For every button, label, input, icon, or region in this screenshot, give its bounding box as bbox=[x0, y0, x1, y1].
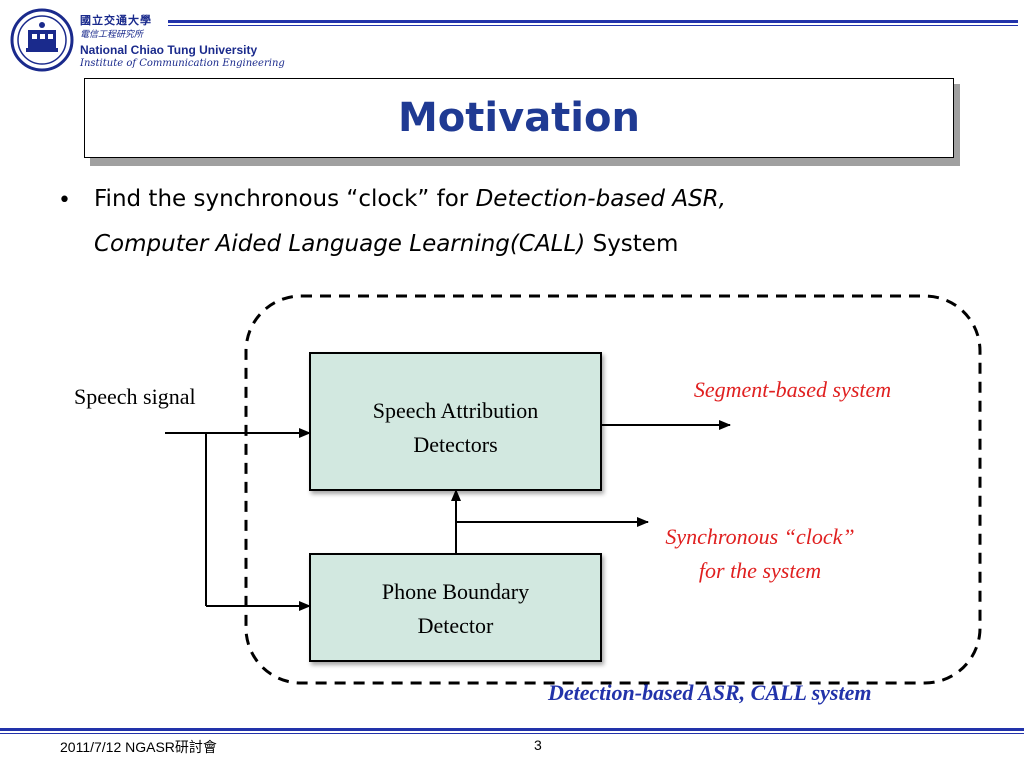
title-box: Motivation bbox=[84, 78, 954, 158]
footer-date-event: 2011/7/12 NGASR研討會 bbox=[60, 739, 217, 755]
system-diagram: Speech signal Speech Attribution Detecto… bbox=[0, 280, 1024, 720]
footer-rule bbox=[0, 728, 1024, 731]
bullet-text-plain: Find the synchronous “clock” for bbox=[94, 186, 476, 212]
bullet-icon: • bbox=[58, 188, 71, 213]
system-caption: Detection-based ASR, CALL system bbox=[548, 680, 872, 705]
bullet-text-italic: Detection-based ASR, bbox=[475, 186, 726, 212]
speech-attribution-label: Speech Attribution Detectors bbox=[310, 394, 601, 462]
synchronous-clock-line1: Synchronous “clock” bbox=[665, 524, 855, 549]
speech-attribution-line1: Speech Attribution bbox=[372, 398, 539, 423]
bullet-text-line2: Computer Aided Language Learning(CALL) S… bbox=[94, 231, 678, 257]
bullet-text-plain-2: System bbox=[585, 231, 679, 257]
page-title: Motivation bbox=[398, 95, 640, 141]
header-rule bbox=[168, 20, 1018, 23]
university-seal-icon bbox=[10, 8, 74, 72]
system-boundary bbox=[244, 294, 982, 685]
synchronous-clock-label: Synchronous “clock” for the system bbox=[620, 520, 900, 588]
phone-boundary-label: Phone Boundary Detector bbox=[310, 575, 601, 643]
university-name-cn: 國立交通大學 bbox=[80, 14, 152, 27]
phone-boundary-line2: Detector bbox=[417, 613, 494, 638]
speech-signal-label: Speech signal bbox=[74, 384, 196, 409]
synchronous-clock-line2: for the system bbox=[698, 558, 822, 583]
institute-name-en: Institute of Communication Engineering bbox=[80, 58, 285, 69]
phone-boundary-line1: Phone Boundary bbox=[381, 579, 530, 604]
page-number: 3 bbox=[534, 737, 542, 753]
university-name-en: National Chiao Tung University bbox=[80, 43, 258, 57]
footer-rule-thin bbox=[0, 733, 1024, 734]
bullet-text-italic-2: Computer Aided Language Learning(CALL) bbox=[94, 231, 586, 257]
phone-boundary-box bbox=[309, 553, 602, 662]
bullet-text-line1: Find the synchronous “clock” for Detecti… bbox=[94, 186, 726, 212]
header-rule-thin bbox=[168, 25, 1018, 26]
segment-based-label: Segment-based system bbox=[693, 377, 892, 402]
speech-attribution-line2: Detectors bbox=[413, 432, 498, 457]
institute-name-cn: 電信工程研究所 bbox=[80, 30, 144, 40]
